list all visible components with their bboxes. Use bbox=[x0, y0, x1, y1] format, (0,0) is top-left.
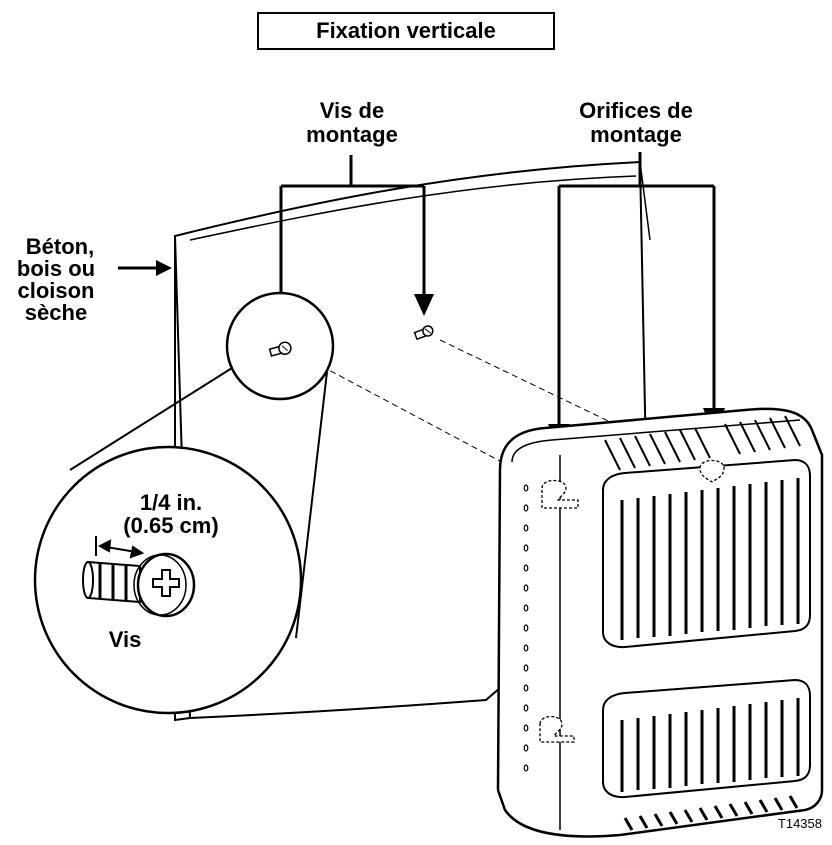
right-screw-icon bbox=[413, 325, 434, 341]
screw-caption: Vis bbox=[108, 627, 142, 652]
dimension-label-line2: (0.65 cm) bbox=[123, 513, 219, 538]
screws-label-line1: Vis de bbox=[319, 98, 385, 123]
keyhole-holes bbox=[539, 459, 725, 743]
bottom-slots bbox=[623, 795, 799, 831]
top-vents bbox=[604, 415, 801, 471]
holes-label-line2: montage bbox=[590, 122, 682, 147]
screws-label-line2: montage bbox=[306, 122, 398, 147]
modem-device bbox=[496, 407, 824, 838]
wall-label-line1: Béton, bbox=[25, 234, 95, 259]
screw-arrow-right bbox=[414, 294, 434, 316]
dimension-label-line1: 1/4 in. bbox=[139, 490, 203, 515]
wall-label-line4: sèche bbox=[24, 300, 88, 325]
dimension-arrow bbox=[95, 536, 145, 559]
holes-label-line1: Orifices de bbox=[579, 98, 693, 123]
figure-title: Fixation verticale bbox=[257, 12, 555, 50]
figure-code: T14358 bbox=[777, 816, 822, 831]
status-lights bbox=[523, 484, 529, 772]
small-screw-icon bbox=[268, 341, 292, 357]
big-screw-icon bbox=[82, 552, 196, 618]
wall-arrow bbox=[118, 260, 172, 276]
holes-bracket bbox=[557, 152, 716, 425]
screws-bracket bbox=[279, 155, 426, 300]
lower-vent-panel bbox=[602, 678, 811, 799]
wall-label-line3: cloison bbox=[17, 278, 95, 303]
wall-edge bbox=[639, 161, 651, 241]
upper-vent-panel bbox=[602, 458, 811, 649]
wall-label-line2: bois ou bbox=[16, 256, 96, 281]
